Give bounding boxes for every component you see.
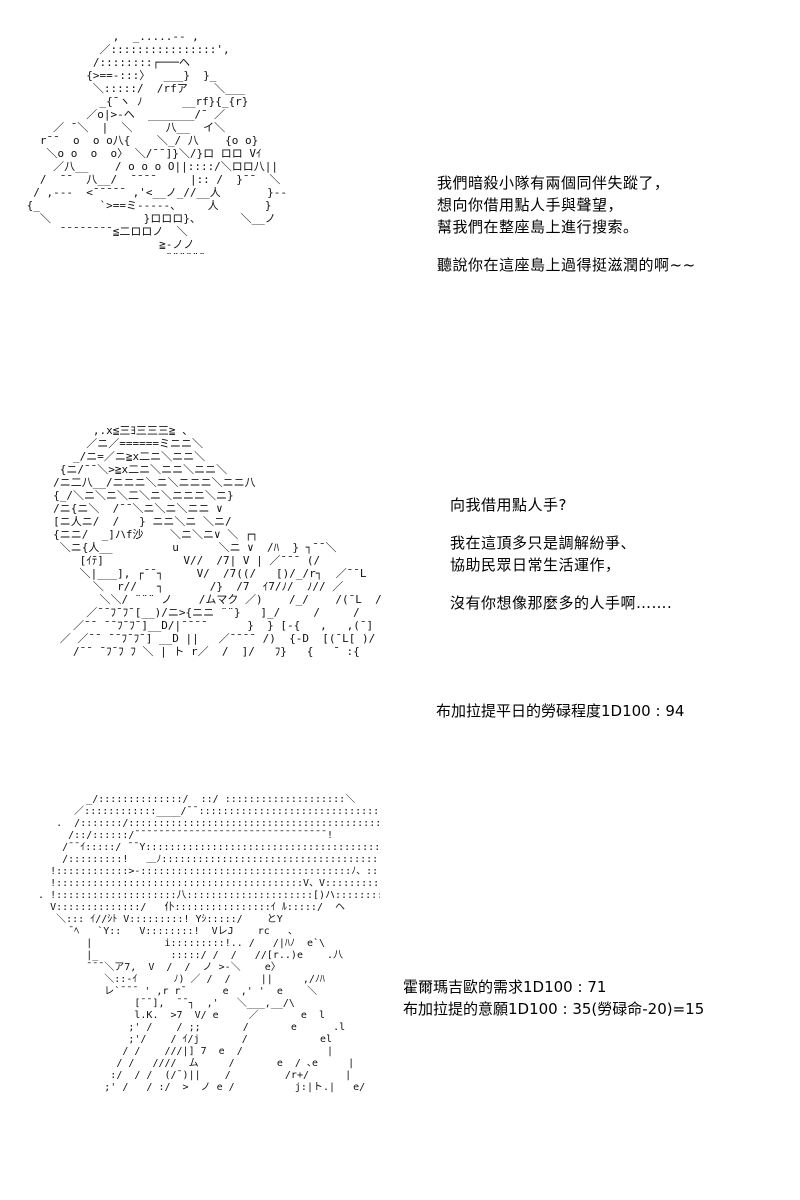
dialogue-line: 我們暗殺小隊有兩個同伴失蹤了， [437, 174, 670, 192]
dice-roll-group: 霍爾瑪吉歐的需求1D100 : 71 布加拉提的意願1D100 : 35(勞碌命… [403, 976, 704, 1020]
dice-roll-result: 布加拉提平日的勞碌程度1D100 : 94 [436, 702, 685, 720]
dialogue-line: 我在這頂多只是調解紛爭、 [450, 534, 637, 552]
dialogue-line: 協助民眾日常生活運作， [450, 556, 621, 574]
ascii-art-character-3: _/::::::::::::::/ ::/ ::::::::::::::::::… [38, 794, 380, 1093]
dialogue-line: 想向你借用點人手與聲望， [437, 196, 624, 214]
dialogue-text-2: 向我借用點人手? 我在這頂多只是調解紛爭、 協助民眾日常生活運作， 沒有你想像那… [450, 494, 790, 614]
ascii-art-character-1: , _.....-- , ／::::::::::::::::', /::::::… [26, 30, 288, 264]
line-gap [437, 238, 787, 254]
dialogue-line: 聽說你在這座島上過得挺滋潤的啊~~ [437, 256, 696, 274]
dice-roll-result: 布加拉提的意願1D100 : 35(勞碌命-20)=15 [403, 1000, 705, 1018]
panel-1: , _.....-- , ／::::::::::::::::', /::::::… [0, 0, 800, 410]
dialogue-text-1: 我們暗殺小隊有兩個同伴失蹤了， 想向你借用點人手與聲望， 幫我們在整座島上進行搜… [437, 172, 787, 276]
dialogue-line: 幫我們在整座島上進行搜索。 [437, 218, 639, 236]
ascii-art-character-2: ,.x≦三ﾖ三三三≧ 、 ／ニ／======ミニニ＼ _/ニ=／ニ≧x二ニ＼ニニ… [53, 424, 382, 658]
dialogue-line: 沒有你想像那麼多的人手啊……. [450, 594, 673, 612]
dice-roll-result: 霍爾瑪吉歐的需求1D100 : 71 [403, 978, 607, 996]
line-gap [450, 576, 790, 592]
line-gap [450, 516, 790, 532]
panel-3: _/::::::::::::::/ ::/ ::::::::::::::::::… [0, 790, 800, 1200]
panel-2: ,.x≦三ﾖ三三三≧ 、 ／ニ／======ミニニ＼ _/ニ=／ニ≧x二ニ＼ニニ… [0, 410, 800, 790]
dialogue-line: 向我借用點人手? [450, 496, 567, 514]
